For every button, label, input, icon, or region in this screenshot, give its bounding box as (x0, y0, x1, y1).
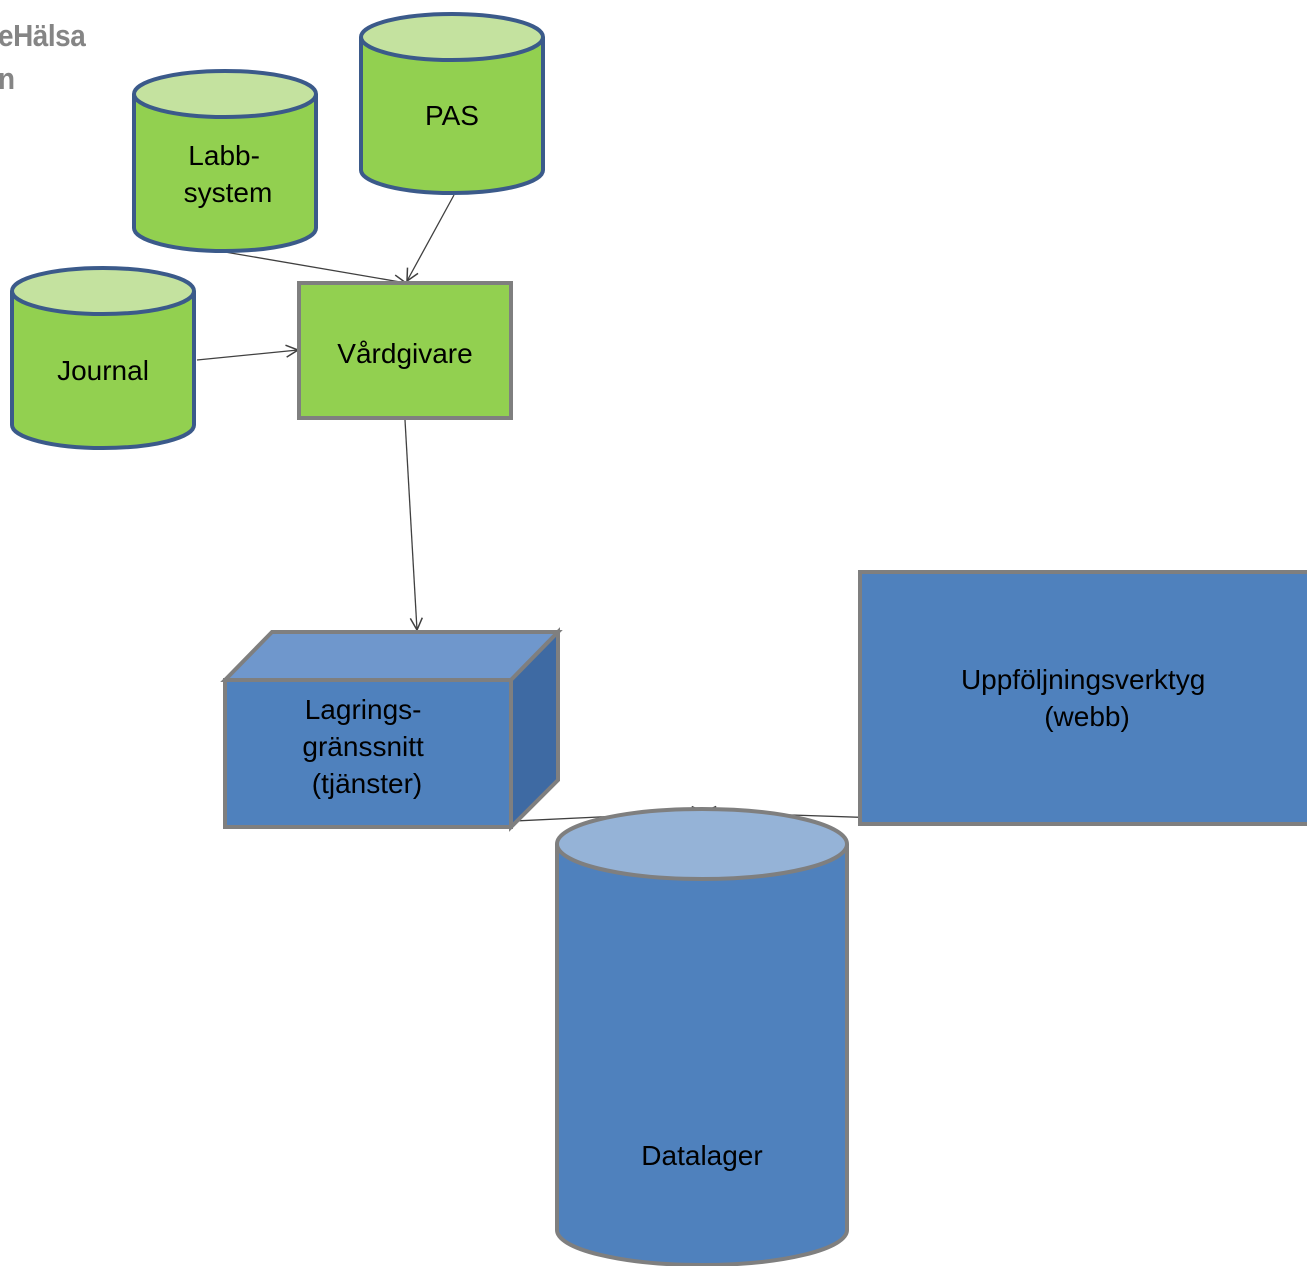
uppfoljningsverktyg-box: Uppföljningsverktyg (webb) (858, 570, 1307, 826)
journal-label: Journal (57, 355, 149, 386)
arrow-pas-to-vardgivare (407, 194, 455, 281)
journal-database-cylinder: Journal (10, 266, 196, 450)
uppfoljning-label: Uppföljningsverktyg (webb) (961, 664, 1213, 732)
labbsystem-database-cylinder: Labb- system (132, 69, 318, 253)
logo-text-line2: n (0, 61, 15, 97)
arrow-labbsystem-to-vardgivare (224, 251, 406, 283)
arrow-journal-to-vardgivare (196, 350, 298, 361)
vardgivare-label: Vårdgivare (337, 338, 472, 369)
vardgivare-box: Vårdgivare (297, 281, 513, 420)
datalager-label: Datalager (641, 1140, 762, 1171)
logo-text-line1: eHälsa (0, 18, 86, 53)
arrow-vardgivare-to-lagring (404, 419, 417, 630)
lagring-label: Lagrings- gränssnitt (tjänster) (302, 694, 431, 799)
datalager-database-cylinder: Datalager (555, 807, 849, 1267)
lagring-3d-box: Lagrings- gränssnitt (tjänster) (220, 627, 563, 832)
pas-label: PAS (425, 100, 479, 131)
pas-database-cylinder: PAS (359, 12, 545, 195)
labbsystem-label: Labb- system (184, 140, 273, 208)
